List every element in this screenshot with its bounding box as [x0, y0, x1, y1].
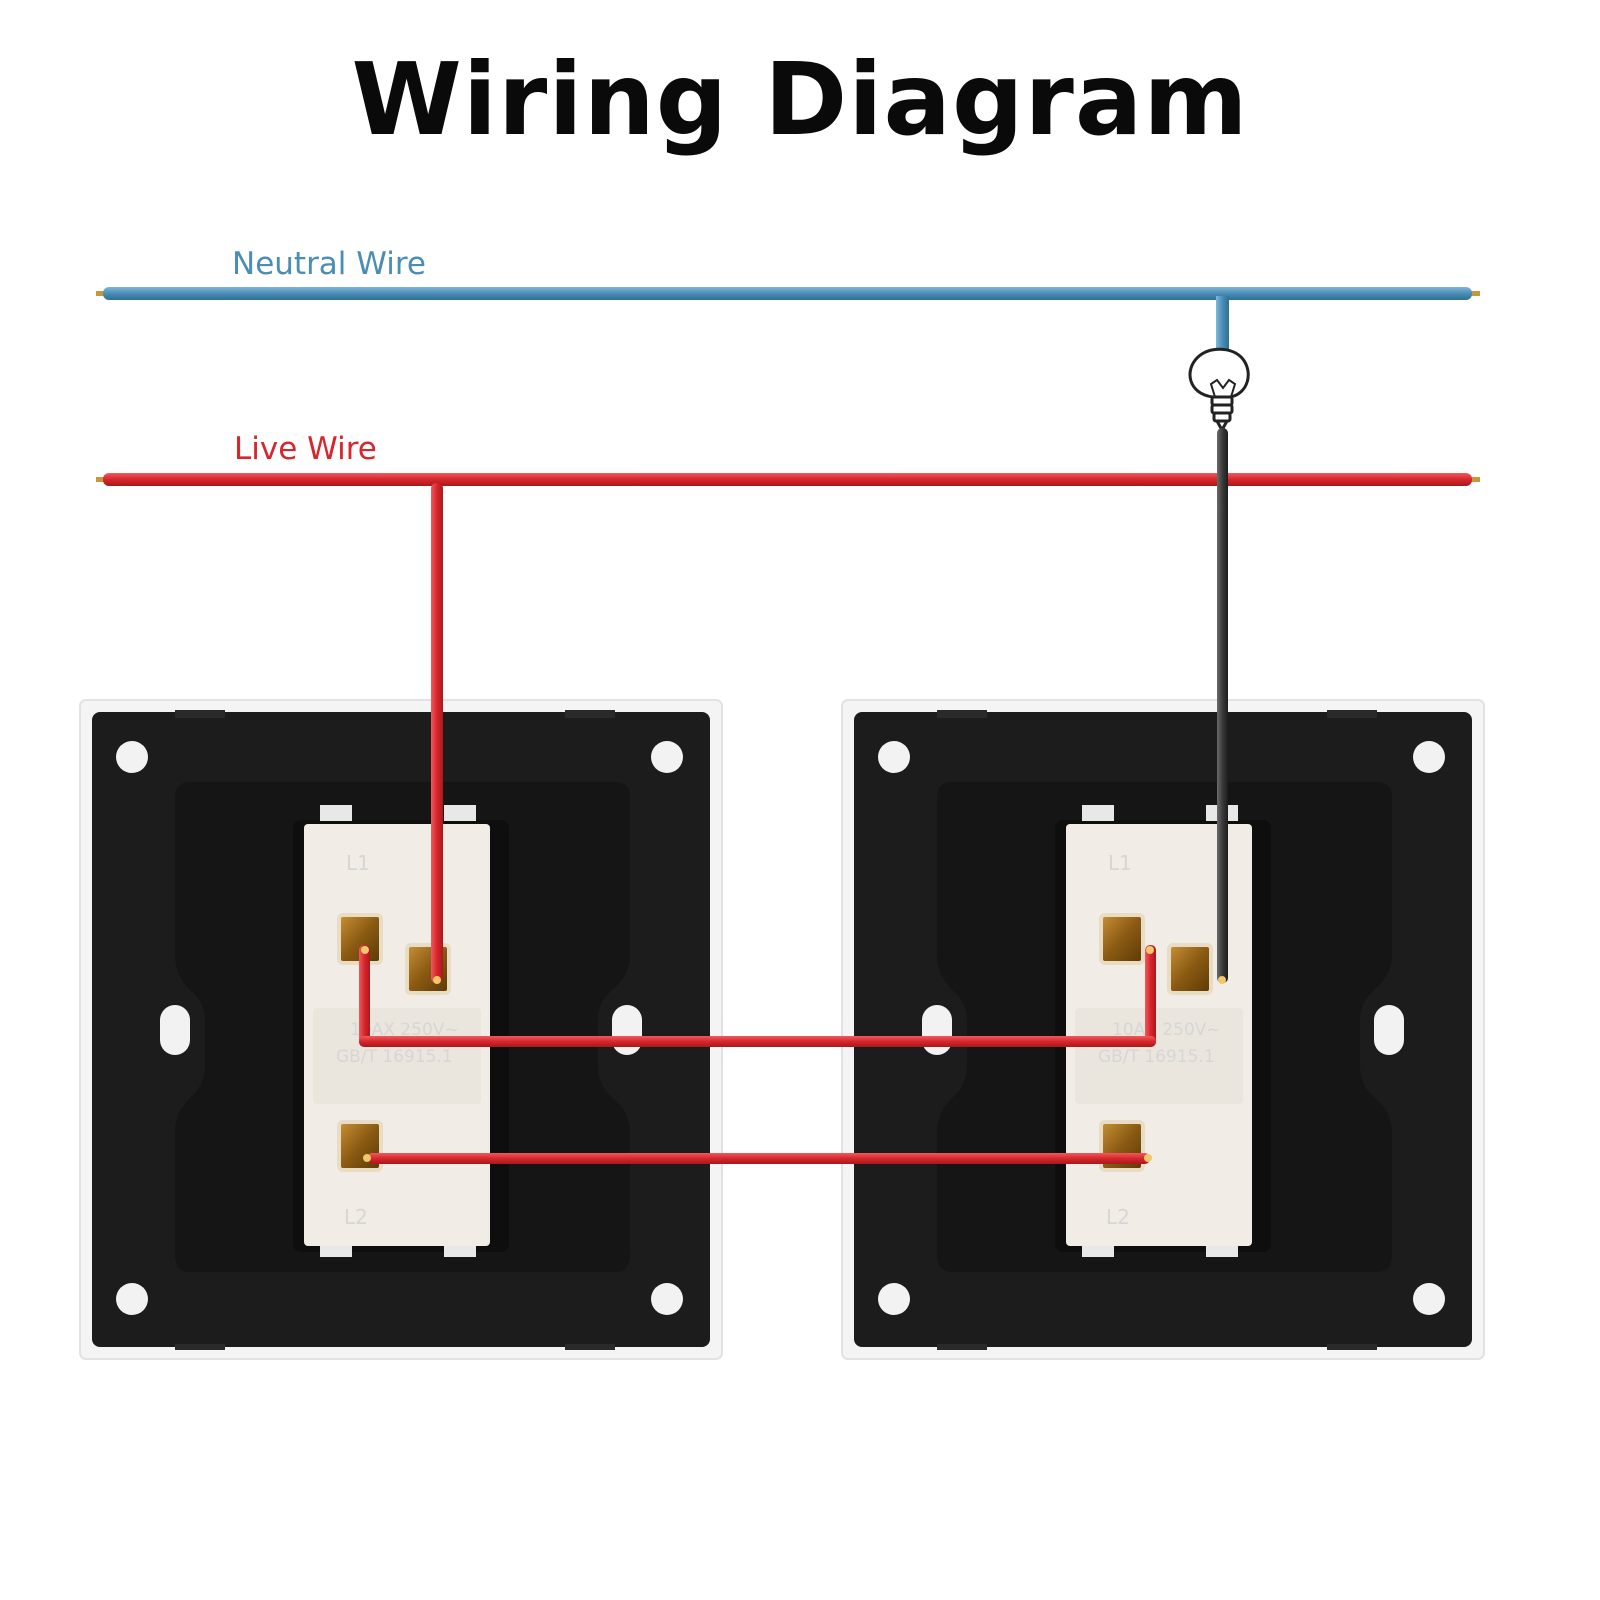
- rating-marking: 10AX 250V~: [350, 1020, 459, 1040]
- page-title: Wiring Diagram: [351, 41, 1249, 158]
- live-wire: [96, 473, 1480, 486]
- terminal-label-l1: L1: [346, 851, 370, 875]
- standard-marking: GB/T 16915.1: [1098, 1047, 1215, 1067]
- switch-plate-left: L1 L2 10AX 250V~ GB/T 16915.1: [79, 699, 723, 1360]
- traveller-wire-l2: [367, 1153, 1150, 1164]
- live-wire-label: Live Wire: [234, 431, 377, 467]
- terminal-label-l2: L2: [344, 1205, 368, 1229]
- neutral-wire: [96, 287, 1480, 354]
- lamp-wire: [1217, 428, 1228, 983]
- traveller-wire-l1: [359, 945, 1156, 1047]
- light-bulb-icon: [1188, 347, 1250, 434]
- standard-marking: GB/T 16915.1: [336, 1047, 453, 1067]
- rating-marking: 10AX 250V~: [1112, 1020, 1221, 1040]
- terminal-label-l2: L2: [1106, 1205, 1130, 1229]
- terminal-label-l1: L1: [1108, 851, 1132, 875]
- switch-plate-right: L1 L2 10AX 250V~ GB/T 16915.1: [841, 699, 1485, 1360]
- live-drop-wire: [431, 483, 443, 983]
- neutral-wire-label: Neutral Wire: [232, 246, 426, 282]
- terminal-screws: [361, 946, 1226, 1162]
